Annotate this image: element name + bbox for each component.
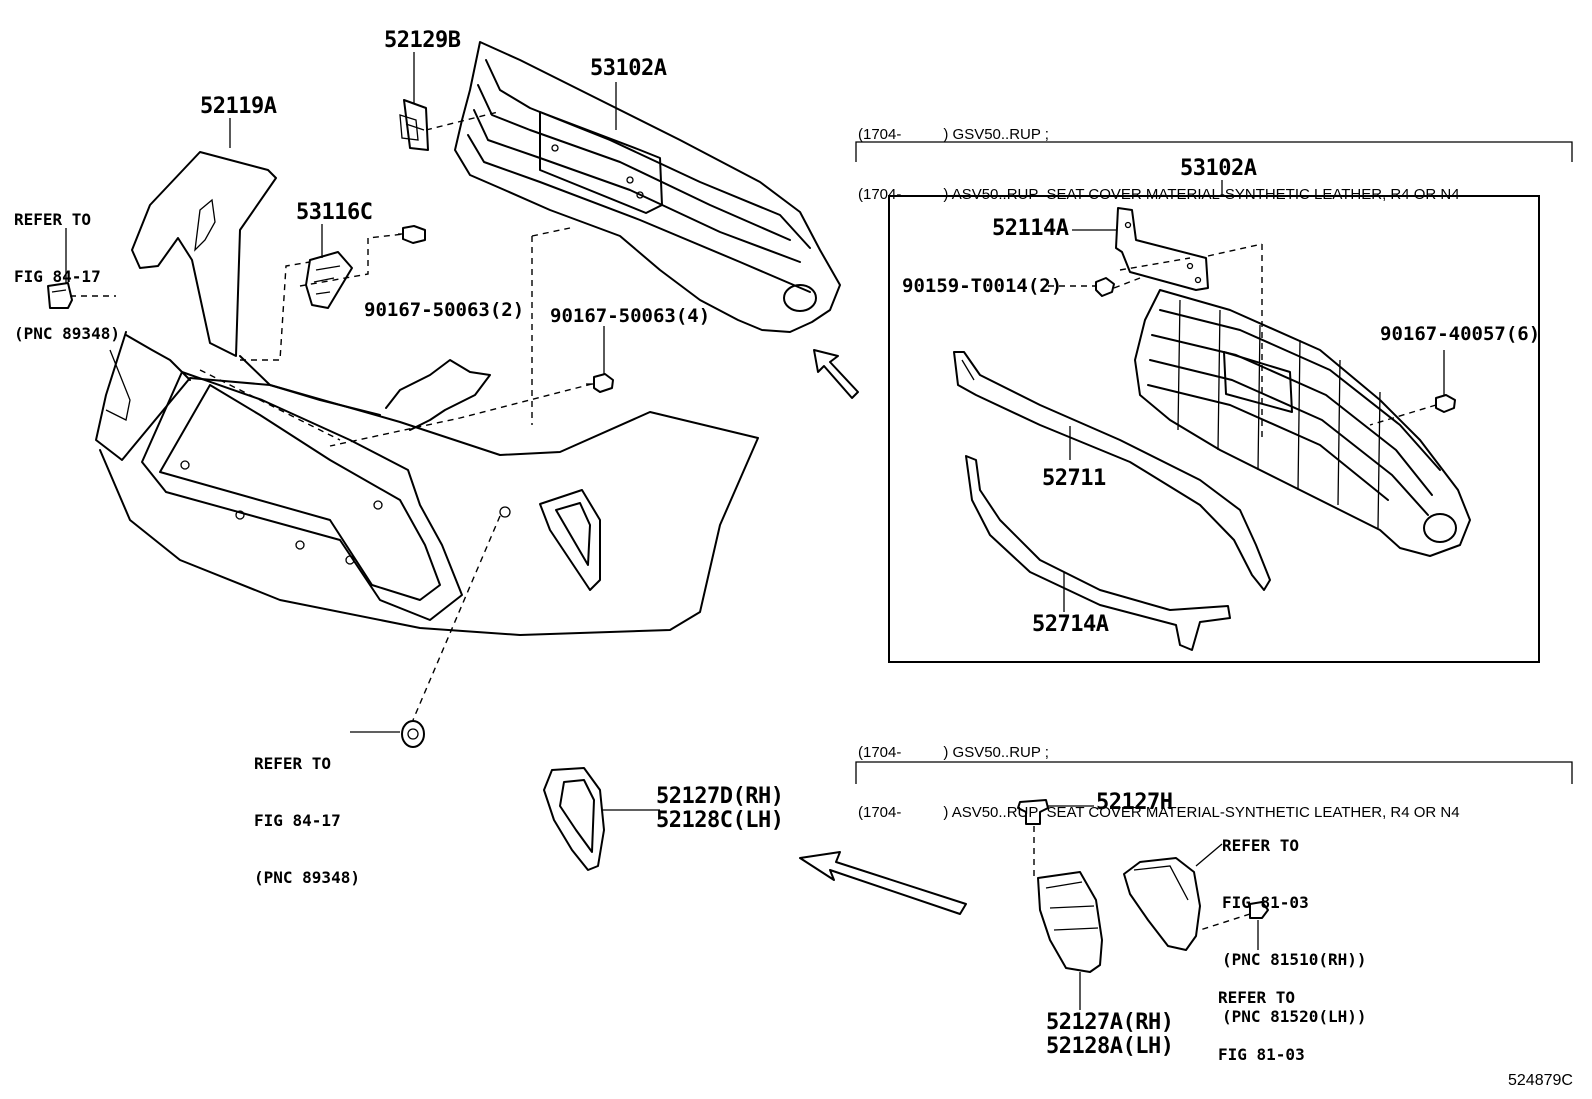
screw-90159-t0014 (1048, 257, 1191, 297)
label-90167-50063-4: 90167-50063(4) (550, 305, 711, 327)
bracket-52129b (399, 99, 429, 151)
plate-52114a (1072, 207, 1209, 291)
label-52127a-rh: 52127A(RH) (1046, 1010, 1174, 1035)
bumper-cover-52119a (95, 151, 759, 636)
arrow-to-grille (813, 349, 859, 399)
label-52127d-rh: 52127D(RH) (656, 784, 784, 809)
clip-left (47, 282, 73, 309)
label-52129b: 52129B (384, 28, 461, 53)
refer-note-screw: REFER TO FIG 81-03 (1218, 988, 1305, 1064)
arrow-to-cover (799, 851, 967, 915)
label-53102a-box: 53102A (1180, 156, 1257, 181)
fog-lamp (1123, 843, 1223, 951)
moulding-52711 (953, 351, 1271, 591)
label-52119a: 52119A (200, 94, 277, 119)
label-90167-40057-6: 90167-40057(6) (1380, 323, 1541, 345)
refer-note-lamp: REFER TO FIG 81-03 (PNC 81510(RH)) (PNC … (1222, 836, 1367, 1026)
bracket-52127a (1037, 871, 1103, 1010)
label-52711: 52711 (1042, 466, 1106, 491)
label-52128c-lh: 52128C(LH) (656, 808, 784, 833)
label-53116c: 53116C (296, 200, 373, 225)
label-52127h: 52127H (1096, 790, 1173, 815)
label-52714a: 52714A (1032, 612, 1109, 637)
grille-53102a-top (454, 41, 841, 333)
label-90159-t0014-2: 90159-T0014(2) (902, 275, 1063, 297)
grille-53102a-box (1134, 289, 1471, 557)
refer-note-mid-left: REFER TO FIG 84-17 (PNC 89348) (254, 754, 360, 887)
clip-52127h (1017, 799, 1094, 878)
moulding-52714a (965, 455, 1231, 651)
screw-90167-40057 (1369, 350, 1456, 426)
label-52114a: 52114A (992, 216, 1069, 241)
variant-note-upper: (1704-) GSV50..RUP ; (1704-) ASV50..RUP … (858, 126, 1460, 203)
retainer-53116c (305, 251, 353, 309)
screw-90167-50063-2 (398, 225, 426, 244)
label-52128a-lh: 52128A(LH) (1046, 1034, 1174, 1059)
label-53102a-top: 53102A (590, 56, 667, 81)
screw-lamp (1199, 901, 1269, 950)
label-90167-50063-2: 90167-50063(2) (364, 299, 525, 321)
upper-variant-bracket (855, 141, 1573, 162)
cover-52127d (543, 767, 660, 871)
clip-lower (401, 720, 425, 748)
upper-variant-box (888, 195, 1540, 663)
figure-number: 524879C (1508, 1072, 1573, 1089)
variant-note-lower: (1704-) GSV50..RUP ; (1704-) ASV50..RUP … (858, 744, 1460, 821)
refer-note-top-left: REFER TO FIG 84-17 (PNC 89348) (14, 210, 120, 343)
screw-90167-50063-4 (586, 373, 614, 393)
lower-variant-bracket (855, 761, 1573, 784)
